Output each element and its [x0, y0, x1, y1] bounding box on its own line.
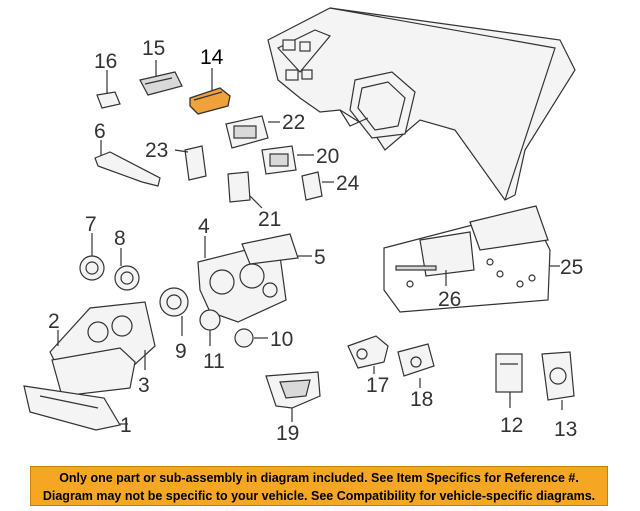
label-14: 14 [200, 46, 224, 69]
parts-diagram: 16 15 14 6 23 22 20 [23, 7, 583, 445]
label-19: 19 [276, 422, 299, 445]
label-1: 1 [120, 414, 132, 437]
label-23: 23 [145, 139, 168, 162]
label-10: 10 [270, 328, 293, 351]
part-16: 16 [94, 50, 121, 109]
part-11: 11 [199, 309, 225, 373]
label-16: 16 [94, 50, 117, 73]
part-24: 24 [301, 171, 360, 201]
part-3: 3 [51, 347, 150, 397]
label-3: 3 [138, 374, 150, 397]
part-5: 5 [241, 233, 326, 269]
label-13: 13 [554, 418, 577, 441]
part-20: 20 [261, 145, 339, 175]
label-25: 25 [560, 256, 583, 279]
part-18: 18 [397, 343, 435, 411]
label-12: 12 [500, 414, 523, 437]
disclaimer-line-2: Diagram may not be specific to your vehi… [42, 489, 596, 503]
part-23: 23 [145, 139, 207, 181]
label-5: 5 [314, 246, 326, 269]
highlighted-part [189, 87, 231, 115]
label-11: 11 [203, 350, 225, 373]
label-22: 22 [282, 111, 305, 134]
label-6: 6 [94, 120, 106, 143]
part-4: 4 [197, 215, 287, 323]
part-19: 19 [265, 371, 321, 445]
part-1: 1 [23, 385, 132, 437]
part-7: 7 [79, 213, 105, 281]
part-9: 9 [159, 287, 189, 363]
label-24: 24 [336, 172, 360, 195]
part-15: 15 [139, 37, 183, 96]
part-8: 8 [114, 227, 140, 291]
part-10: 10 [234, 328, 293, 351]
label-2: 2 [48, 310, 60, 333]
part-21: 21 [227, 171, 281, 231]
label-9: 9 [175, 340, 187, 363]
disclaimer-banner: Only one part or sub-assembly in diagram… [30, 466, 608, 506]
label-8: 8 [114, 227, 126, 250]
part-12: 12 [495, 353, 523, 437]
label-17: 17 [366, 374, 389, 397]
label-7: 7 [85, 213, 97, 236]
part-17: 17 [347, 335, 389, 397]
label-20: 20 [316, 145, 339, 168]
label-21: 21 [258, 208, 281, 231]
part-14-highlighted: 14 [189, 46, 231, 115]
disclaimer-line-1: Only one part or sub-assembly in diagram… [59, 471, 579, 485]
label-18: 18 [410, 388, 433, 411]
dashboard-illustration [267, 7, 576, 201]
part-13: 13 [541, 351, 577, 441]
part-22: 22 [225, 111, 305, 149]
label-4: 4 [198, 215, 210, 238]
label-26: 26 [438, 288, 461, 311]
part-25-assembly: 25 26 [383, 205, 583, 313]
label-15: 15 [142, 37, 165, 60]
part-6: 6 [94, 120, 161, 187]
